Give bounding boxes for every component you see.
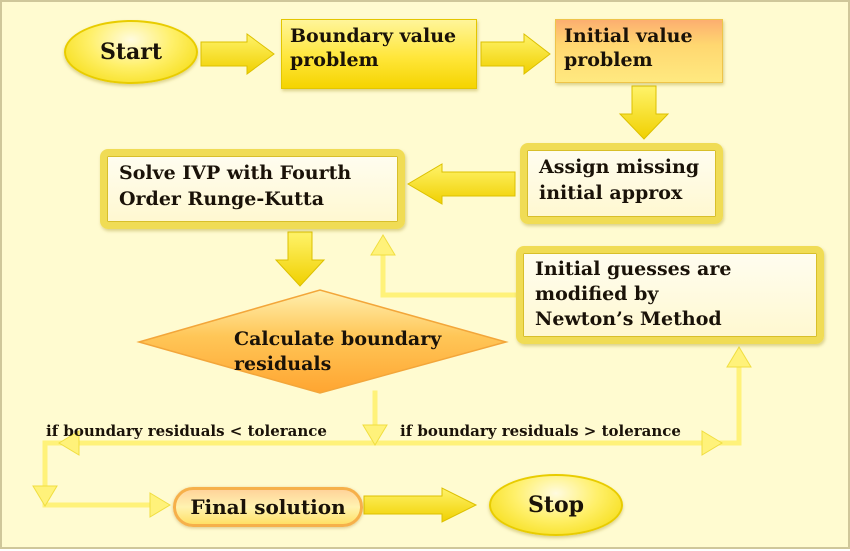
- stop-node: Stop: [489, 474, 623, 536]
- arrowhead-right-end: [701, 430, 723, 456]
- arrowhead-down-diamond: [362, 424, 388, 446]
- newton-box: Initial guesses are modified by Newton’s…: [516, 246, 824, 344]
- assign-label: Assign missing initial approx: [539, 156, 700, 204]
- connector-newton-to-solve: [380, 249, 519, 298]
- arrow-assign-to-solve: [407, 163, 516, 205]
- arrowhead-to-final: [149, 492, 171, 518]
- assign-box: Assign missing initial approx: [520, 143, 723, 224]
- arrow-bvp-to-ivp: [480, 32, 551, 76]
- solve-ivp-label: Solve IVP with Fourth Order Runge-Kutta: [119, 162, 352, 210]
- arrow-solve-to-residuals: [274, 231, 326, 287]
- arrow-start-to-bvp: [200, 33, 275, 75]
- ivp-box: Initial value problem: [555, 19, 723, 83]
- residuals-label: Calculate boundary residuals: [234, 328, 442, 375]
- ivp-label: Initial value problem: [564, 25, 693, 71]
- residuals-diamond: [136, 289, 509, 394]
- final-solution-node: Final solution: [173, 487, 363, 527]
- arrowhead-up-to-newton: [726, 346, 752, 368]
- condition-greater-than: if boundary residuals > tolerance: [400, 422, 681, 440]
- bvp-box: Boundary value problem: [281, 19, 477, 89]
- arrow-ivp-to-assign: [618, 85, 670, 140]
- start-label: Start: [99, 39, 163, 65]
- stop-label: Stop: [527, 492, 585, 518]
- arrow-final-to-stop: [363, 487, 478, 523]
- start-node: Start: [64, 20, 198, 84]
- bvp-label: Boundary value problem: [290, 25, 457, 71]
- arrowhead-up-to-solve: [370, 234, 396, 256]
- arrowhead-left-end: [58, 430, 80, 456]
- condition-less-than: if boundary residuals < tolerance: [46, 422, 327, 440]
- solve-ivp-box: Solve IVP with Fourth Order Runge-Kutta: [100, 149, 405, 229]
- final-solution-label: Final solution: [190, 495, 346, 519]
- newton-label: Initial guesses are modified by Newton’s…: [535, 258, 732, 330]
- arrowhead-down-left: [32, 485, 58, 507]
